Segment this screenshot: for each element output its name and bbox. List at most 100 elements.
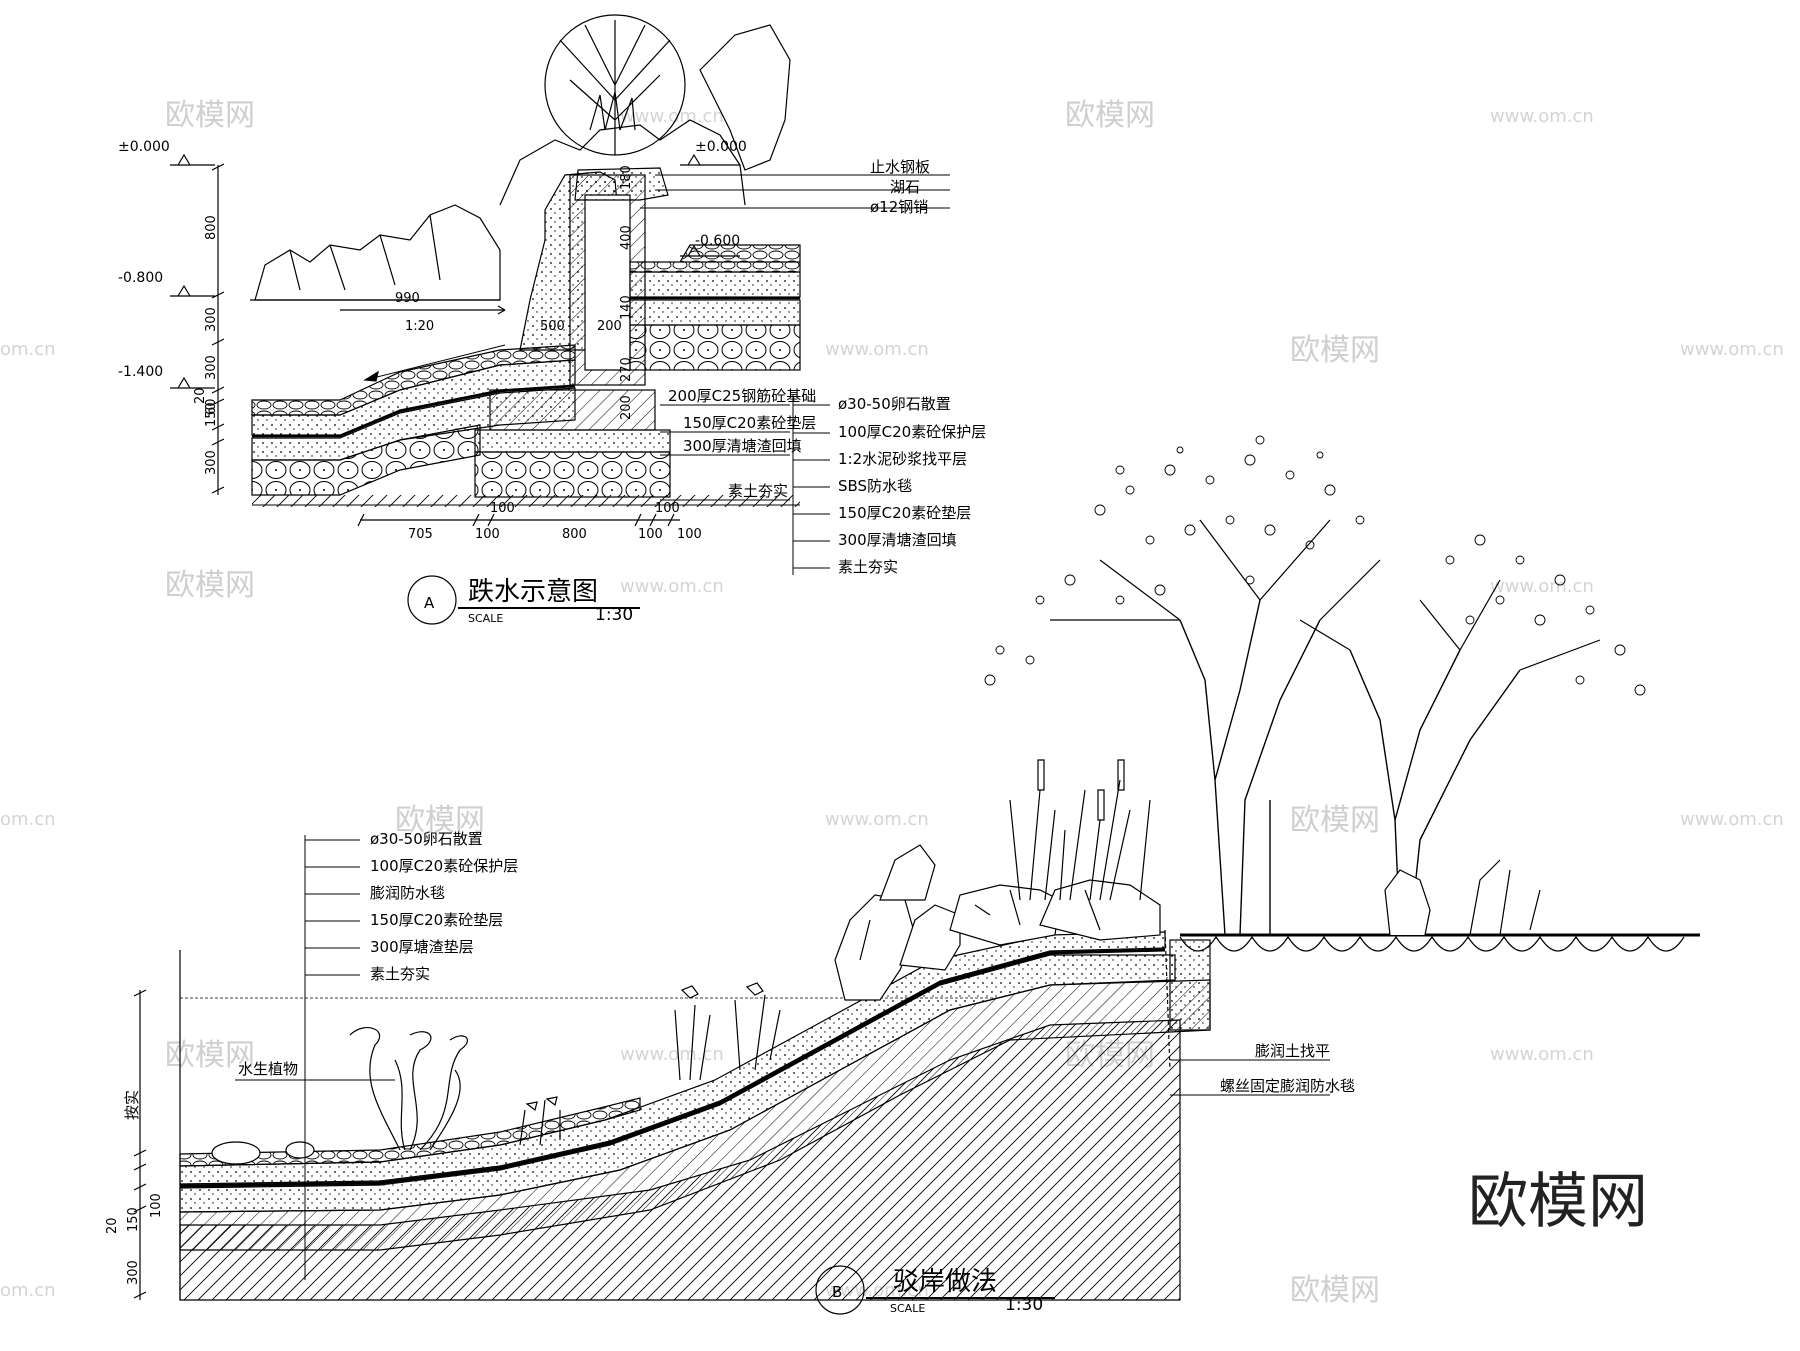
elevation-label: -0.600	[695, 233, 740, 249]
watermark-site: www.om.cn	[1490, 1044, 1594, 1065]
section-b-marker-circle	[815, 1265, 865, 1315]
grass-tuft	[589, 91, 636, 131]
watermark-site: www.om.cn	[1490, 576, 1594, 597]
leader-right	[1170, 1059, 1330, 1096]
watermark-brand: 欧模网	[165, 98, 255, 133]
cattail-heads	[1037, 759, 1125, 821]
material-label: 100厚C20素砼保护层	[370, 857, 518, 875]
leader-branches-right	[793, 404, 830, 569]
watermark-site: om.cn	[0, 1280, 56, 1301]
section-a-title: 跌水示意图	[468, 577, 598, 607]
cascade-core	[584, 194, 631, 371]
watermark-brand: 欧模网	[1290, 1273, 1380, 1308]
tree-trunks	[1349, 649, 1521, 936]
pebble-stone	[285, 1141, 315, 1159]
dim-label: 180	[619, 165, 634, 190]
dim-label: 20	[193, 387, 208, 404]
material-label: 止水钢板	[870, 158, 930, 176]
elevation-label: -0.800	[118, 270, 163, 286]
dim-label: 800	[204, 215, 219, 240]
tree-trunks	[1179, 599, 1321, 936]
dim-990-line	[340, 305, 506, 315]
elev-mark	[170, 284, 215, 297]
dim-label: 100	[638, 527, 663, 542]
rock-detail-lines	[859, 889, 1101, 961]
slope-arrow	[364, 344, 506, 381]
dim-label: 800	[562, 527, 587, 542]
section-b	[133, 435, 1700, 1315]
upper-concrete-layer	[629, 271, 801, 298]
watermark-brand: 欧模网	[165, 568, 255, 603]
footing-rubble	[474, 451, 671, 498]
leader-lines-top	[640, 174, 950, 209]
upper-pebble-layer	[629, 261, 801, 273]
dim-label: 150	[204, 402, 219, 427]
material-label: 膨润防水毯	[370, 884, 445, 902]
section-b-text: B 驳岸做法 SCALE 1:30 ø30-50卵石散置 100厚C20素砼保护…	[105, 830, 1355, 1315]
upper-cobble	[629, 324, 801, 371]
material-label: 素土夯实	[838, 558, 898, 576]
watermark-brand: 欧模网	[1065, 98, 1155, 133]
material-label: ø30-50卵石散置	[838, 395, 951, 413]
rock-lines	[289, 214, 441, 291]
section-a-marker-circle	[407, 575, 457, 625]
elev-mark	[170, 153, 215, 166]
section-a	[170, 14, 950, 625]
watermark-brand: 欧模网	[1290, 803, 1380, 838]
shrub	[1384, 869, 1431, 936]
dim-label: 400	[619, 225, 634, 250]
material-label: 300厚清塘渣回填	[838, 531, 957, 549]
dim-label: 150	[126, 1207, 141, 1232]
section-b-scale-ratio: 1:30	[1005, 1295, 1043, 1315]
material-label: 素土夯实	[370, 965, 430, 983]
dim-label: 500	[540, 319, 565, 334]
bank-rock	[949, 884, 1061, 946]
watermark-site: www.om.cn	[1680, 339, 1784, 360]
tree-foliage	[984, 435, 1646, 696]
bank-rock	[1039, 879, 1161, 941]
dim-label: 100	[475, 527, 500, 542]
dim-label: 60	[204, 398, 219, 415]
material-label: SBS防水毯	[838, 477, 912, 495]
elevation-label: ±0.000	[118, 139, 170, 155]
watermark-site: www.om.cn	[620, 576, 724, 597]
material-label: 100厚C20素砼保护层	[838, 423, 986, 441]
brand-logo-text: 欧模网	[1468, 1167, 1648, 1237]
ground-scallops	[1179, 935, 1685, 952]
tree-branches	[1050, 519, 1601, 671]
bentonite-blanket	[179, 948, 1166, 1188]
depth-label: 按实	[123, 1090, 141, 1120]
watermark-site: om.cn	[0, 809, 56, 830]
footing-bed	[474, 429, 671, 453]
small-shrub	[519, 1096, 561, 1146]
watermark-site: www.om.cn	[1680, 809, 1784, 830]
dim-label: 990	[395, 291, 420, 306]
section-b-marker: B	[832, 1283, 842, 1301]
dim-label: 200	[597, 319, 622, 334]
elevation-label: ±0.000	[695, 139, 747, 155]
dim-label: 100	[677, 527, 702, 542]
watermark-site: www.om.cn	[1490, 106, 1594, 127]
rock-outline	[254, 204, 501, 301]
section-b-title: 驳岸做法	[893, 1267, 997, 1297]
bank-rock	[879, 844, 936, 901]
watermark-site: www.om.cn	[620, 1044, 724, 1065]
section-a-marker: A	[424, 594, 435, 612]
dim-label: 100	[655, 501, 680, 516]
dim-label: 300	[126, 1260, 141, 1285]
dim-label: 100	[149, 1193, 164, 1218]
rock-tall	[699, 24, 791, 171]
material-label: 素土夯实	[728, 482, 788, 500]
slope-label: 1:20	[405, 319, 434, 334]
material-label: 湖石	[890, 178, 920, 196]
material-label: 300厚清塘渣回填	[683, 437, 802, 455]
elev-mark	[170, 376, 215, 389]
material-label: 200厚C25钢筋砼基础	[668, 387, 816, 405]
leader-lines-left-mid	[660, 404, 790, 501]
iris-plants	[674, 982, 781, 1081]
reeds	[1009, 779, 1151, 901]
aquatic-plant	[349, 1026, 468, 1151]
dim-label: 300	[204, 450, 219, 475]
upper-rock-edge	[679, 244, 801, 263]
